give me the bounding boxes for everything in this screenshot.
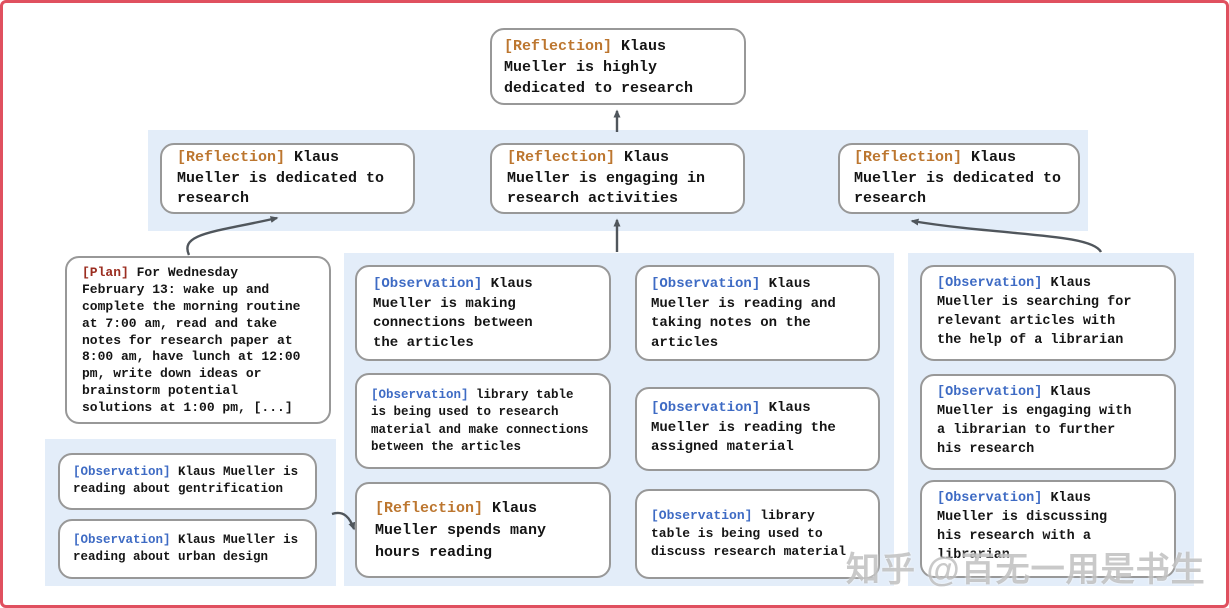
node-text: Klaus Mueller is reading about gentrific… bbox=[73, 465, 299, 497]
node-text: Klaus Mueller is dedicated to research bbox=[177, 149, 385, 208]
node-obs-assigned-material: [Observation] Klaus Mueller is reading t… bbox=[635, 387, 880, 471]
node-text: library table is being used to discuss r… bbox=[651, 508, 847, 560]
observation-tag: [Observation] bbox=[73, 533, 171, 547]
node-obs-urban-design: [Observation] Klaus Mueller is reading a… bbox=[58, 519, 317, 579]
reflection-tag: [Reflection] bbox=[504, 38, 613, 55]
node-reflection-2: [Reflection] Klaus Mueller is engaging i… bbox=[490, 143, 745, 214]
node-text: Klaus Mueller is reading the assigned ma… bbox=[651, 400, 836, 456]
node-text: Klaus Mueller is engaging in research ac… bbox=[507, 149, 706, 208]
node-text: Klaus Mueller is dedicated to research bbox=[854, 149, 1062, 208]
node-obs-library-research: [Observation] library table is being use… bbox=[355, 373, 611, 469]
node-obs-searching: [Observation] Klaus Mueller is searching… bbox=[920, 265, 1176, 361]
reflection-tag: [Reflection] bbox=[854, 149, 963, 166]
node-plan: [Plan] For Wednesday February 13: wake u… bbox=[65, 256, 331, 424]
node-top-reflection: [Reflection] Klaus Mueller is highly ded… bbox=[490, 28, 746, 105]
observation-tag: [Observation] bbox=[937, 276, 1043, 291]
observation-tag: [Observation] bbox=[73, 465, 171, 479]
observation-tag: [Observation] bbox=[937, 491, 1043, 506]
node-obs-connections: [Observation] Klaus Mueller is making co… bbox=[355, 265, 611, 361]
reflection-tag: [Reflection] bbox=[375, 500, 484, 517]
observation-tag: [Observation] bbox=[373, 276, 483, 292]
node-text: Klaus Mueller is reading about urban des… bbox=[73, 533, 299, 565]
node-text: Klaus Mueller is discussing his research… bbox=[937, 491, 1108, 563]
node-text: Klaus Mueller is reading and taking note… bbox=[651, 276, 836, 351]
observation-tag: [Observation] bbox=[651, 276, 761, 292]
node-text: Klaus Mueller is searching for relevant … bbox=[937, 276, 1132, 348]
plan-tag: [Plan] bbox=[82, 265, 129, 280]
reflection-tag: [Reflection] bbox=[507, 149, 616, 166]
node-reflection-hours: [Reflection] Klaus Mueller spends many h… bbox=[355, 482, 611, 578]
node-text: For Wednesday February 13: wake up and c… bbox=[82, 265, 301, 416]
node-text: Klaus Mueller is engaging with a librari… bbox=[937, 385, 1132, 457]
node-obs-gentrification: [Observation] Klaus Mueller is reading a… bbox=[58, 453, 317, 510]
node-reflection-1: [Reflection] Klaus Mueller is dedicated … bbox=[160, 143, 415, 214]
node-obs-taking-notes: [Observation] Klaus Mueller is reading a… bbox=[635, 265, 880, 361]
node-reflection-3: [Reflection] Klaus Mueller is dedicated … bbox=[838, 143, 1080, 214]
node-obs-engaging-librarian: [Observation] Klaus Mueller is engaging … bbox=[920, 374, 1176, 470]
observation-tag: [Observation] bbox=[937, 385, 1043, 400]
node-text: Klaus Mueller spends many hours reading bbox=[375, 500, 547, 561]
node-text: Klaus Mueller is making connections betw… bbox=[373, 276, 533, 351]
observation-tag: [Observation] bbox=[651, 508, 753, 523]
observation-tag: [Observation] bbox=[651, 400, 761, 416]
reflection-tag: [Reflection] bbox=[177, 149, 286, 166]
node-obs-discussing: [Observation] Klaus Mueller is discussin… bbox=[920, 480, 1176, 578]
node-obs-library-discuss: [Observation] library table is being use… bbox=[635, 489, 880, 579]
node-text: Klaus Mueller is highly dedicated to res… bbox=[504, 38, 694, 97]
observation-tag: [Observation] bbox=[371, 388, 469, 402]
zhihu-watermark: 知乎 @百无一用是书生 bbox=[846, 551, 1206, 589]
node-text: library table is being used to research … bbox=[371, 388, 589, 455]
